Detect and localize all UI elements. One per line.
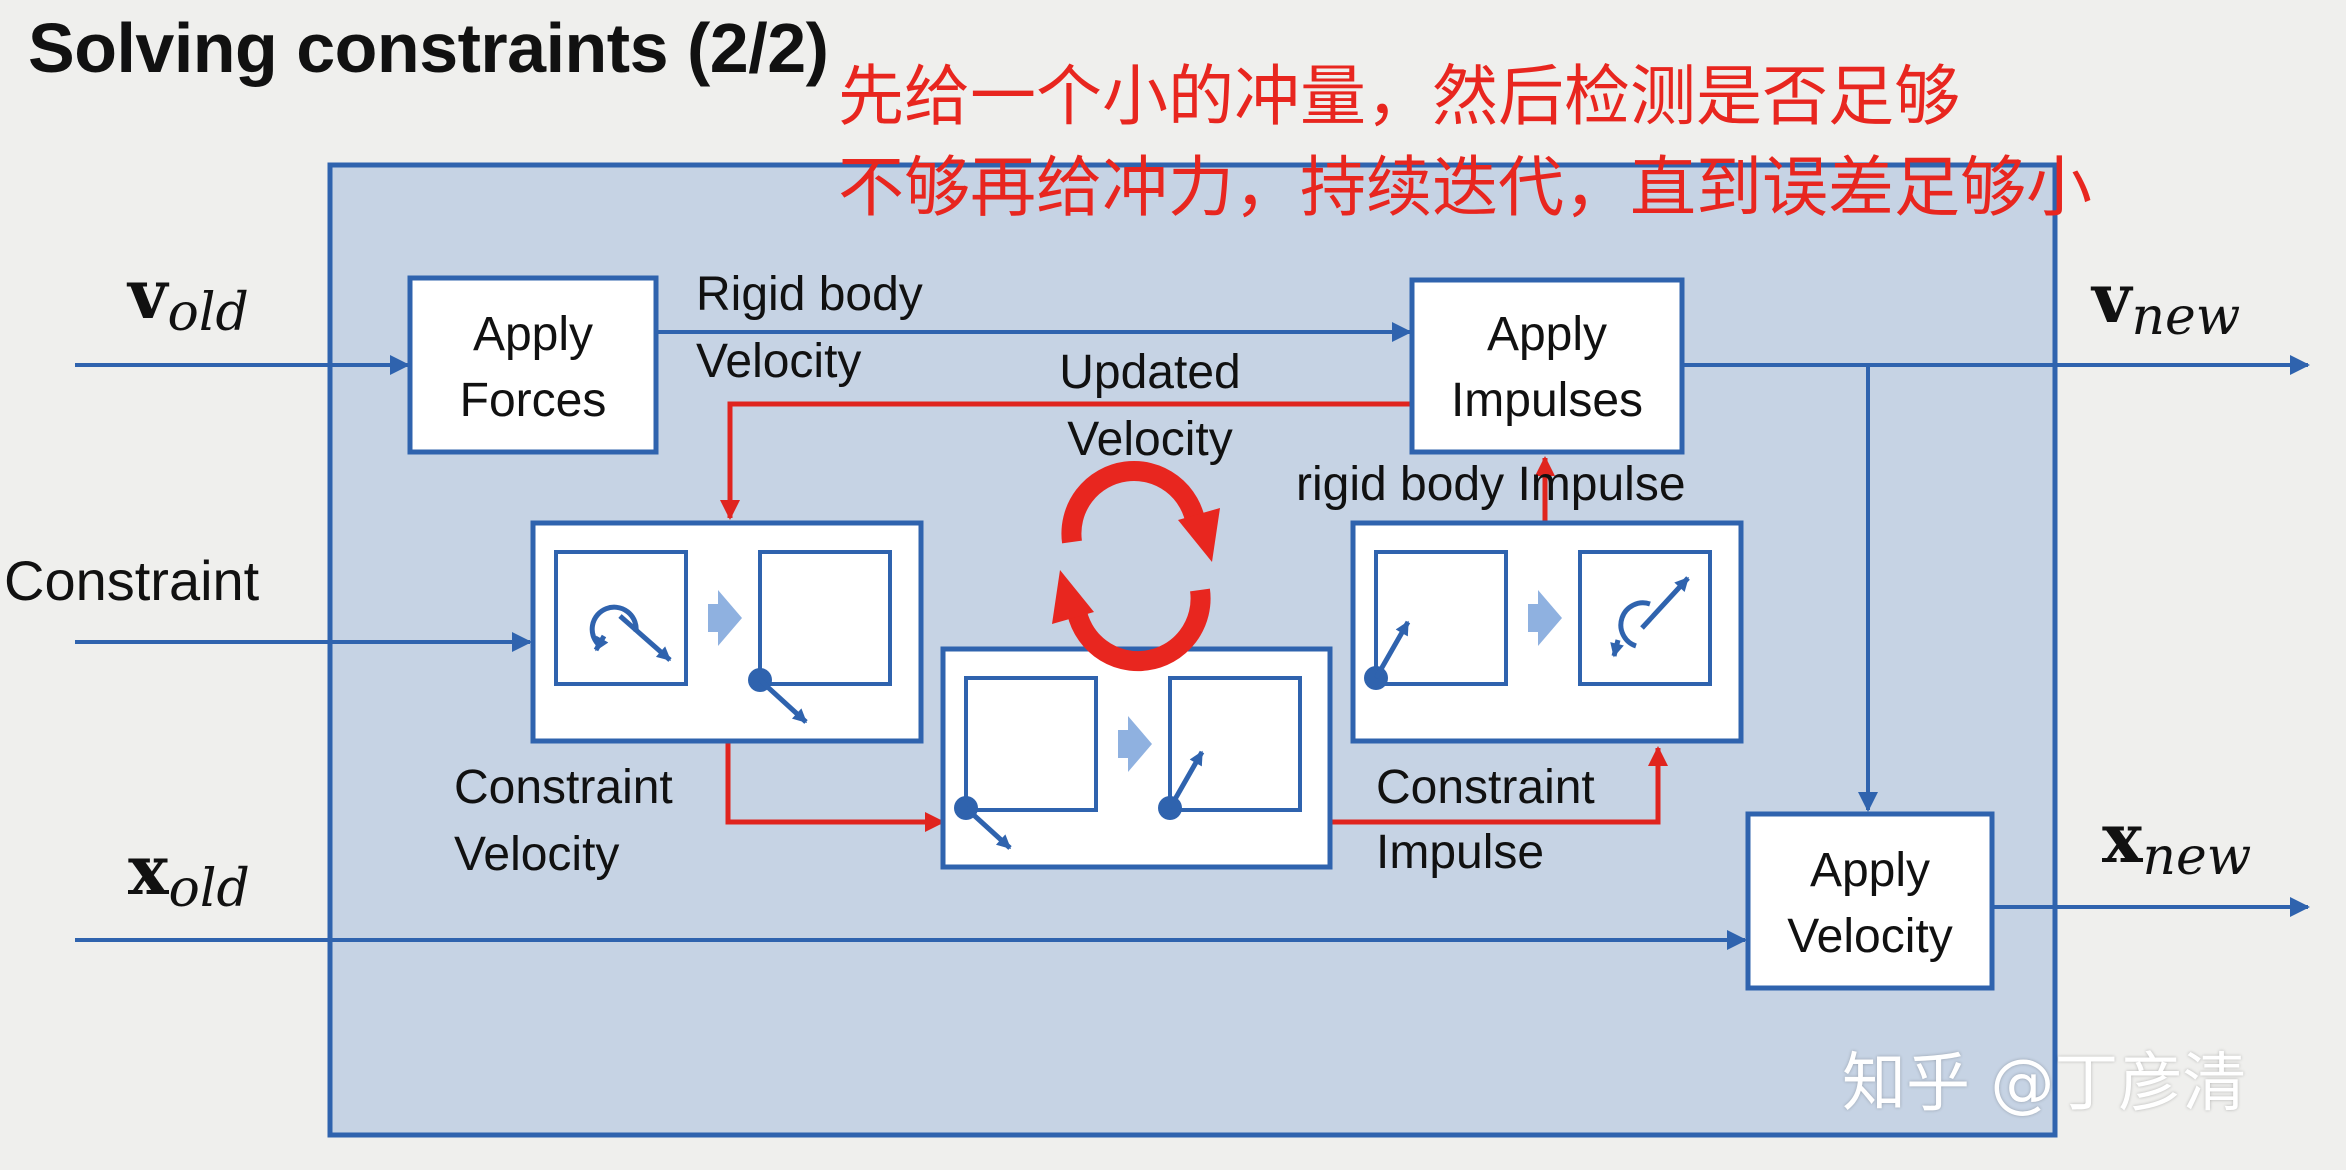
rigid-body-impulse-label: rigid body Impulse [1296,458,1686,511]
light-arrow-1-icon [708,590,742,646]
apply-impulses-label-2: Impulses [1451,374,1643,427]
x-new-label: xnew [2102,799,2251,887]
rotation-vector-icon [1610,576,1690,658]
apply-forces-label-2: Forces [460,374,607,427]
cycle-icon [1052,460,1220,672]
rigid-body-velocity-label-1: Rigid body [696,268,923,321]
constraint-impulse-label-1: Constraint [1376,761,1595,814]
rotation-vector-icon [589,604,672,662]
annotation-line-2: 不够再给冲力，持续迭代，直到误差足够小 [838,149,2092,226]
apply-forces-box [407,275,659,455]
pivot-vector-icon [748,668,808,724]
red-iteration-lines [720,401,1668,832]
inner-box-3a [1374,550,1508,686]
constraint-velocity-label-2: Velocity [454,828,619,881]
light-arrow-3-icon [1528,590,1562,646]
pivot-vector-icon [1364,620,1411,690]
v-new-label: vnew [2090,259,2240,347]
apply-velocity-box [1745,811,1995,991]
rigid-body-velocity-label-2: Velocity [696,335,861,388]
updated-velocity-label-2: Velocity [1067,413,1232,466]
light-arrow-2-icon [1118,716,1152,772]
blue-flow-lines [75,322,2310,950]
box-shapes [407,275,1995,991]
constraint-velocity-label-1: Constraint [454,761,673,814]
pivot-vector-icon [954,796,1012,850]
inner-box-3b [1578,550,1712,686]
pivot-vector-icon [1158,750,1205,820]
annotation-line-1: 先给一个小的冲量，然后检测是否足够 [838,58,1960,135]
apply-velocity-label-2: Velocity [1787,910,1952,963]
v-old-label: vold [126,255,249,343]
constraint-impulse-arrow [1330,746,1668,825]
updated-velocity-arrow [720,401,1412,520]
updated-velocity-label-1: Updated [1059,346,1240,399]
apply-velocity-label-1: Apply [1810,844,1930,897]
inner-box-2b [1168,676,1302,812]
apply-impulses-label-1: Apply [1487,308,1607,361]
apply-forces-label-1: Apply [473,308,593,361]
inner-box-1b [758,550,892,686]
constraint-velocity-arrow [725,742,945,832]
apply-impulses-box [1409,277,1685,455]
inner-box-2a [964,676,1098,812]
constraint-input-label: Constraint [4,549,260,612]
watermark: 知乎 @丁彦清 [1842,1047,2247,1121]
constraint-impulse-label-2: Impulse [1376,826,1544,879]
slide-title: Solving constraints (2/2) [28,9,829,87]
x-old-label: xold [128,831,250,919]
light-transfer-arrows [708,590,1562,772]
